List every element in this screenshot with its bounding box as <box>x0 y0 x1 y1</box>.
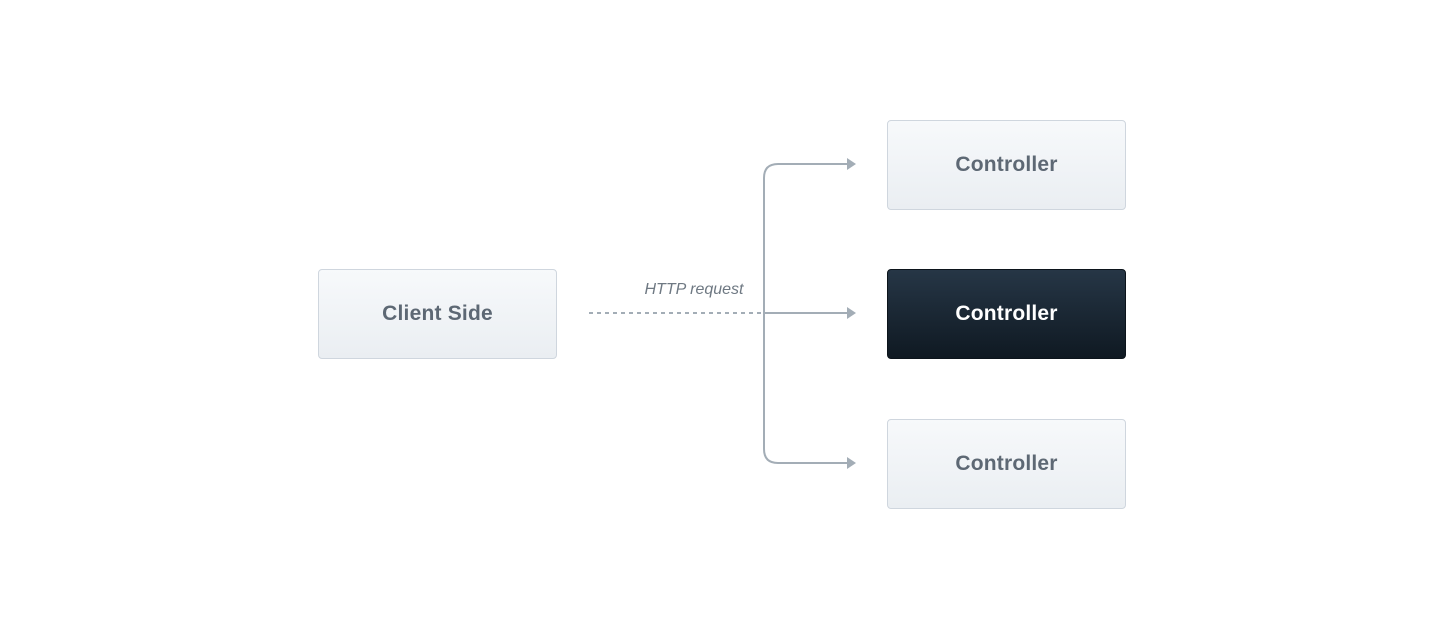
arrowhead-middle <box>847 307 856 319</box>
controller-node-bottom: Controller <box>887 419 1126 509</box>
http-request-label: HTTP request <box>644 281 744 298</box>
client-side-label: Client Side <box>382 302 493 325</box>
controller-label: Controller <box>955 302 1058 325</box>
controller-node-top: Controller <box>887 120 1126 210</box>
controller-label: Controller <box>955 452 1058 475</box>
controller-node-highlighted: Controller <box>887 269 1126 359</box>
arrowhead-bottom <box>847 457 856 469</box>
controller-label: Controller <box>955 153 1058 176</box>
arrowhead-top <box>847 158 856 170</box>
client-side-node: Client Side <box>318 269 557 359</box>
